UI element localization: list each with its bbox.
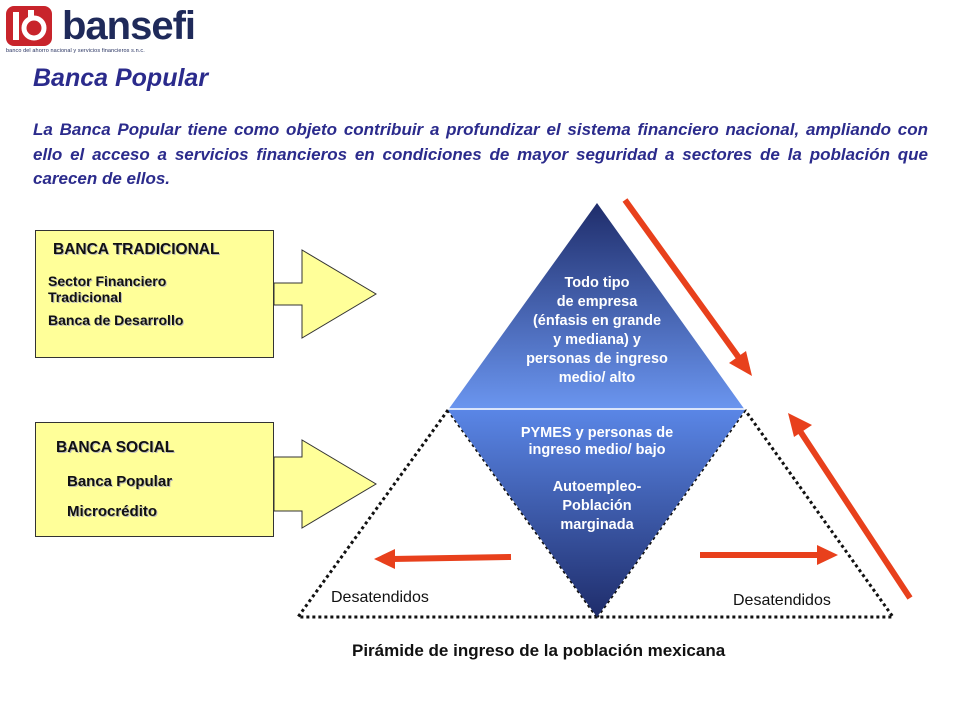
- bansefi-logo-icon: [6, 6, 52, 46]
- pyramid-top-line: personas de ingreso: [526, 351, 668, 367]
- banca-tradicional-line: Sector Financiero: [48, 273, 167, 289]
- banca-social-line: Banca Popular: [67, 473, 173, 490]
- pyramid-bottom-section: [448, 410, 745, 617]
- pyramid-top-text: Todo tipo de empresa (énfasis en grande …: [487, 274, 707, 388]
- pyramid-top-line: de empresa: [556, 294, 638, 310]
- pyramid-caption: Pirámide de ingreso de la población mexi…: [352, 641, 726, 660]
- pyramid-top-line: (énfasis en grande: [532, 313, 662, 329]
- arrow-down-right: [622, 198, 752, 376]
- pyramid-top-line: y mediana) y: [553, 332, 641, 348]
- desatendidos-right-label: Desatendidos: [733, 592, 831, 609]
- logo-tagline: banco del ahorro nacional y servicios fi…: [6, 48, 145, 54]
- banca-social-title: BANCA SOCIAL: [56, 439, 175, 456]
- arrow-up-left: [788, 413, 913, 600]
- pyramid-top-line: Todo tipo: [564, 275, 630, 291]
- intro-paragraph: La Banca Popular tiene como objeto contr…: [33, 120, 928, 188]
- arrow-banca-social: [273, 439, 377, 529]
- arrow-left: [374, 549, 512, 569]
- pyramid-middle-text: PYMES y personas de ingreso medio/ bajo: [467, 425, 727, 459]
- banca-tradicional-title: BANCA TRADICIONAL: [53, 241, 220, 258]
- pyramid-bottom-line: marginada: [560, 517, 634, 533]
- pyramid-bottom-line: Población: [562, 498, 632, 514]
- bansefi-logo: bansefi banco del ahorro nacional y serv…: [4, 4, 200, 58]
- logo-wordmark: bansefi: [62, 4, 196, 48]
- banca-social-box: BANCA SOCIAL Banca Popular Microcrédito: [35, 422, 274, 537]
- arrow-banca-tradicional: [273, 249, 377, 339]
- pyramid-middle-line: PYMES y personas de: [520, 425, 674, 441]
- banca-social-line: Microcrédito: [67, 503, 158, 520]
- pyramid-bottom-line: Autoempleo-: [552, 479, 642, 495]
- banca-tradicional-line: Tradicional: [48, 289, 122, 305]
- banca-tradicional-line: Banca de Desarrollo: [48, 312, 184, 328]
- arrow-right: [700, 545, 838, 565]
- pyramid-middle-line: ingreso medio/ bajo: [528, 442, 666, 458]
- page-title: Banca Popular: [33, 64, 209, 92]
- pyramid-bottom-text: Autoempleo- Población marginada: [517, 478, 677, 535]
- pyramid-top-line: medio/ alto: [558, 370, 636, 386]
- pyramid-top-section: [448, 203, 745, 410]
- desatendidos-left-label: Desatendidos: [331, 589, 429, 606]
- banca-tradicional-box: BANCA TRADICIONAL Sector Financiero Trad…: [35, 230, 274, 358]
